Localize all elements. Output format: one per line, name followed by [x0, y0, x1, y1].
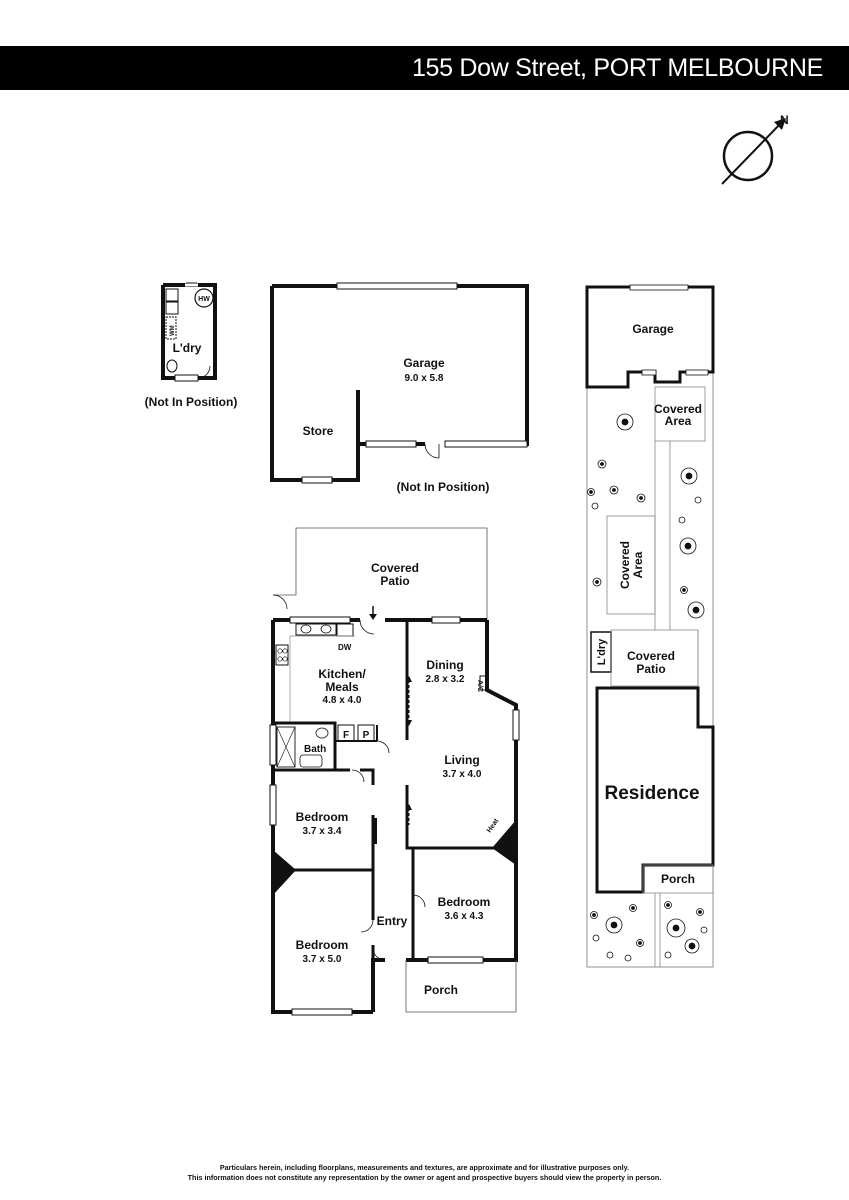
property-address: 155 Dow Street, PORT MELBOURNE [411, 54, 823, 82]
store-label: Store [303, 424, 334, 438]
entry-label: Entry [377, 914, 408, 928]
bedroom2-dims: 3.6 x 4.3 [445, 911, 484, 922]
bath-label: Bath [304, 744, 326, 755]
patio-label-1: Covered [371, 561, 419, 575]
laundry-label: L'dry [173, 341, 202, 355]
garage-plan: Garage 9.0 x 5.8 Store (Not In Position) [270, 282, 529, 494]
site-garage-label: Garage [632, 322, 674, 336]
house-plan: Covered Patio [269, 527, 520, 1016]
ac-label: A/C [476, 680, 483, 692]
porch-label: Porch [424, 983, 458, 997]
laundry-plan: HW WM L'dry (Not In Position) [145, 282, 238, 409]
bedroom1-dims: 3.7 x 3.4 [303, 826, 342, 837]
site-laundry-label: L'dry [596, 638, 608, 665]
tree-icon [587, 413, 705, 619]
pantry-label: P [363, 730, 370, 741]
living-dims: 3.7 x 4.0 [443, 769, 482, 780]
kitchen-label-2: Meals [325, 680, 359, 694]
shrub-icon [590, 901, 708, 962]
disclaimer-line1: Particulars herein, including floorplans… [219, 1163, 630, 1172]
bedroom2-label: Bedroom [438, 895, 491, 909]
residence-label: Residence [604, 783, 699, 804]
site-covered-area2-line1: Covered [618, 541, 632, 589]
site-porch-label: Porch [661, 872, 695, 886]
laundry-note: (Not In Position) [145, 395, 238, 409]
north-arrow-icon: N [721, 113, 789, 185]
compass-label: N [780, 113, 789, 127]
fridge-label: F [343, 730, 349, 741]
bedroom3-dims: 3.7 x 5.0 [303, 954, 342, 965]
hw-label: HW [198, 296, 210, 303]
dining-label: Dining [426, 658, 463, 672]
kitchen-label-1: Kitchen/ [318, 667, 366, 681]
garage-note: (Not In Position) [397, 480, 490, 494]
disclaimer-line2: This information does not constitute any… [187, 1173, 662, 1182]
kitchen-dims: 4.8 x 4.0 [323, 695, 362, 706]
bedroom3-label: Bedroom [296, 938, 349, 952]
site-covered-area1-line1: Covered [654, 402, 702, 416]
heat-label: Heat [486, 817, 501, 834]
living-label: Living [444, 753, 479, 767]
site-patio-line1: Covered [627, 649, 675, 663]
site-covered-area1-line2: Area [665, 414, 692, 428]
header-bar: 155 Dow Street, PORT MELBOURNE [0, 46, 849, 90]
garage-dims: 9.0 x 5.8 [405, 373, 444, 384]
garage-label: Garage [403, 356, 445, 370]
bedroom1-label: Bedroom [296, 810, 349, 824]
site-covered-area2-line2: Area [631, 551, 645, 578]
dining-dims: 2.8 x 3.2 [426, 674, 465, 685]
site-plan: Garage Covered Area Covered Area L'd [585, 284, 715, 968]
site-patio-line2: Patio [636, 662, 665, 676]
dw-label: DW [338, 643, 352, 652]
wm-label: WM [170, 325, 176, 336]
patio-label-2: Patio [380, 574, 409, 588]
